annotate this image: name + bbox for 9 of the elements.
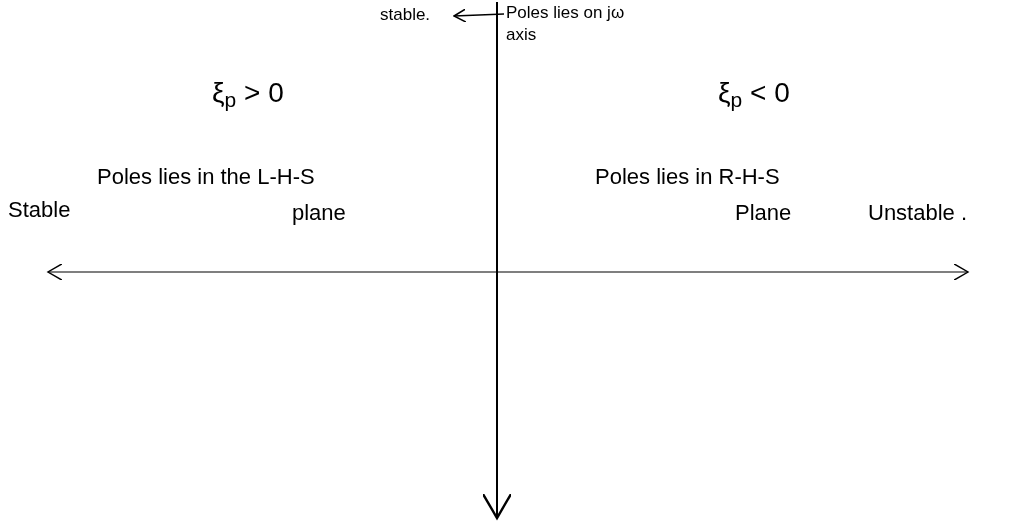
region-note: plane bbox=[292, 199, 346, 227]
region-note: Poles lies in R-H-S bbox=[595, 163, 780, 191]
stability-label: Unstable . bbox=[868, 199, 968, 227]
arrow bbox=[453, 8, 505, 23]
inequality-label: ξ$_{p}$ < 0 bbox=[718, 76, 790, 114]
region-note: Plane bbox=[735, 199, 792, 227]
region-note: Poles lies in the L-H-S bbox=[97, 163, 315, 191]
stability-label: Stable bbox=[8, 196, 71, 224]
inequality-label: ξ$_{p}$ > 0 bbox=[212, 76, 284, 114]
